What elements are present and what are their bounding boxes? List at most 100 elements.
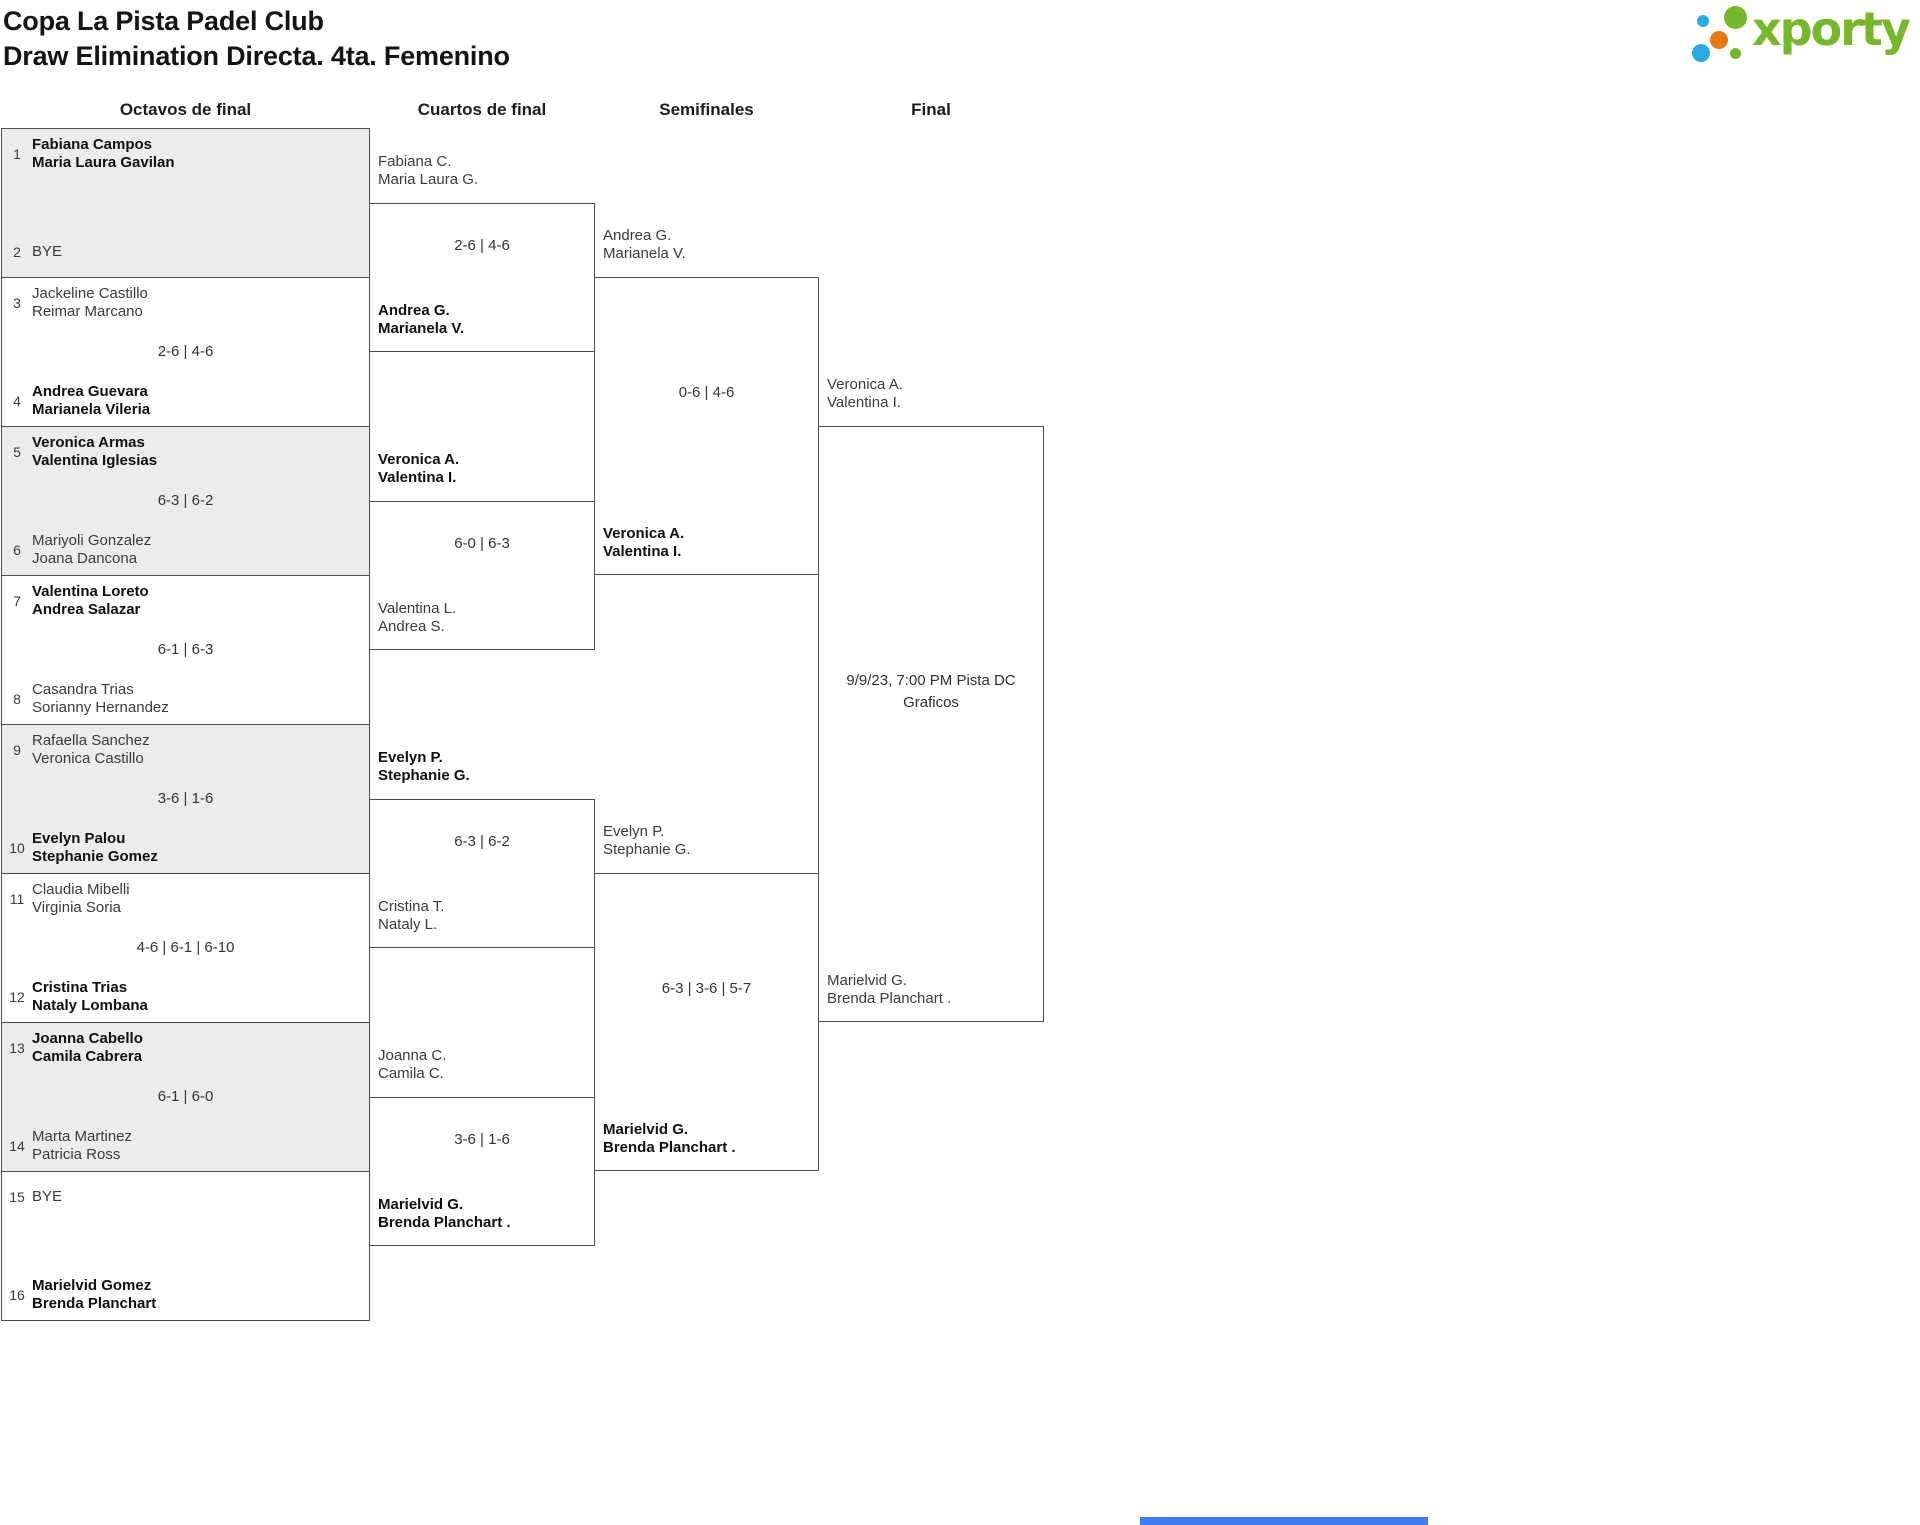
- participant-pair: Joanna Cabello Camila Cabrera: [32, 1030, 365, 1066]
- seed-number: 14: [9, 1138, 25, 1154]
- cuartos-match-2: Veronica A. Valentina I. 6-0 | 6-3 Valen…: [369, 451, 595, 650]
- participant-pair: Rafaella Sanchez Veronica Castillo: [32, 732, 365, 768]
- match-score: 4-6 | 6-1 | 6-10: [136, 939, 235, 956]
- round-header-cuartos: Cuartos de final: [417, 100, 547, 119]
- player-name: Evelyn Palou: [32, 830, 126, 847]
- octavos-match-5: 9 Rafaella Sanchez Veronica Castillo 3-6…: [2, 724, 369, 873]
- player-name: Veronica Armas: [32, 434, 145, 451]
- player-name: Reimar Marcano: [32, 303, 143, 320]
- participant-pair: Casandra Trias Sorianny Hernandez: [32, 681, 365, 717]
- logo-dot-green-small-icon: [1730, 48, 1741, 59]
- seed-number: 8: [13, 691, 21, 707]
- round-header-semifinales: Semifinales: [659, 100, 754, 119]
- player-name: Marianela V.: [603, 245, 686, 262]
- match-score: 3-6 | 1-6: [454, 1131, 510, 1148]
- player-name: Brenda Planchart: [32, 1295, 157, 1312]
- player-name: Valentina Iglesias: [32, 452, 158, 469]
- seed-number: 9: [13, 742, 21, 758]
- player-name: Cristina Trias: [32, 979, 128, 996]
- participant-pair: Evelyn P. Stephanie G.: [378, 749, 590, 785]
- octavos-match-1: 1 Fabiana Campos Maria Laura Gavilan 2 B…: [2, 129, 369, 277]
- cuartos-match-4: Joanna C. Camila C. 3-6 | 1-6 Marielvid …: [369, 1047, 595, 1246]
- semifinal-match-1: Andrea G. Marianela V. 0-6 | 4-6 Veronic…: [594, 227, 819, 575]
- player-name: Sorianny Hernandez: [32, 699, 169, 716]
- logo-dot-blue-small-icon: [1697, 15, 1709, 27]
- match-score: 6-3 | 6-2: [157, 492, 214, 509]
- match-score: 6-1 | 6-0: [157, 1088, 214, 1105]
- player-name: Brenda Planchart .: [378, 1214, 511, 1231]
- player-name: Valentina Loreto: [32, 583, 149, 600]
- player-name: Marianela Vileria: [32, 401, 151, 418]
- player-name: Andrea G.: [603, 227, 672, 244]
- match-score: 3-6 | 1-6: [157, 790, 214, 807]
- player-name: Andrea S.: [378, 618, 445, 635]
- bottom-blue-bar: [1140, 1517, 1428, 1525]
- player-name: Marielvid G.: [603, 1121, 689, 1138]
- player-name: Claudia Mibelli: [32, 881, 130, 898]
- player-name: Stephanie Gomez: [32, 848, 158, 865]
- player-name: Veronica Castillo: [32, 750, 144, 767]
- page-title: Copa La Pista Padel Club Draw Eliminatio…: [3, 4, 510, 74]
- player-name: Valentina I.: [827, 394, 901, 411]
- player-name: Camila Cabrera: [32, 1048, 143, 1065]
- player-name: Andrea Salazar: [32, 601, 141, 618]
- seed-number: 2: [13, 244, 21, 260]
- player-name: Andrea Guevara: [32, 383, 148, 400]
- player-name: Marielvid G.: [378, 1196, 464, 1213]
- player-name: Casandra Trias: [32, 681, 134, 698]
- player-name: Maria Laura G.: [378, 171, 479, 188]
- player-name: Evelyn P.: [603, 823, 665, 840]
- participant-pair: Valentina Loreto Andrea Salazar: [32, 583, 365, 619]
- player-name: Joanna Cabello: [32, 1030, 143, 1047]
- player-name: BYE: [32, 1188, 63, 1205]
- participant-pair: Veronica Armas Valentina Iglesias: [32, 434, 365, 470]
- match-datetime-court: 9/9/23, 7:00 PM Pista DC: [846, 672, 1016, 689]
- player-name: Valentina I.: [378, 469, 457, 486]
- participant-pair: Fabiana Campos Maria Laura Gavilan: [32, 136, 365, 172]
- logo-dot-blue-icon: [1692, 44, 1710, 62]
- logo-wordmark: xporty: [1752, 2, 1911, 56]
- player-name: Valentina L.: [378, 600, 457, 617]
- match-info-note: Graficos: [903, 694, 959, 711]
- seed-number: 11: [9, 891, 25, 907]
- player-name: Veronica A.: [603, 525, 685, 542]
- seed-number: 5: [13, 444, 21, 460]
- draw-name: Draw Elimination Directa. 4ta. Femenino: [3, 41, 510, 71]
- seed-number: 12: [9, 989, 25, 1005]
- seed-number: 15: [9, 1189, 25, 1205]
- final-match-info: 9/9/23, 7:00 PM Pista DC Graficos: [819, 670, 1043, 714]
- match-score: 6-1 | 6-3: [157, 641, 214, 658]
- participant-pair: BYE: [32, 1179, 365, 1215]
- participant-pair: Andrea G. Marianela V.: [603, 227, 814, 263]
- octavos-match-3: 5 Veronica Armas Valentina Iglesias 6-3 …: [2, 426, 369, 575]
- player-name: Marielvid Gomez: [32, 1277, 152, 1294]
- participant-pair: Cristina T. Nataly L.: [378, 898, 590, 934]
- match-score: 6-3 | 3-6 | 5-7: [661, 980, 752, 997]
- player-name: Joana Dancona: [32, 550, 138, 567]
- player-name: Nataly Lombana: [32, 997, 148, 1014]
- seed-number: 6: [13, 542, 21, 558]
- player-name: Fabiana C.: [378, 153, 452, 170]
- player-name: Fabiana Campos: [32, 136, 153, 153]
- octavos-match-4: 7 Valentina Loreto Andrea Salazar 6-1 | …: [2, 575, 369, 724]
- participant-pair: Mariyoli Gonzalez Joana Dancona: [32, 532, 365, 568]
- player-name: Joanna C.: [378, 1047, 447, 1064]
- participant-pair: Evelyn P. Stephanie G.: [603, 823, 814, 859]
- player-name: Virginia Soria: [32, 899, 121, 916]
- octavos-match-8: 15 BYE 16 Marielvid Gomez Brenda Plancha…: [2, 1171, 369, 1320]
- tournament-name: Copa La Pista Padel Club: [3, 6, 324, 36]
- player-name: BYE: [32, 243, 63, 260]
- player-name: Valentina I.: [603, 543, 682, 560]
- seed-number: 3: [13, 295, 21, 311]
- seed-number: 16: [9, 1287, 25, 1303]
- participant-pair: Marielvid G. Brenda Planchart .: [603, 1121, 814, 1157]
- participant-pair: Marielvid G. Brenda Planchart .: [378, 1196, 590, 1232]
- participant-pair: Marielvid Gomez Brenda Planchart: [32, 1277, 365, 1313]
- round-header-final: Final: [911, 100, 951, 119]
- match-score: 2-6 | 4-6: [454, 237, 510, 254]
- player-name: Rafaella Sanchez: [32, 732, 150, 749]
- participant-pair: Andrea G. Marianela V.: [378, 302, 590, 338]
- player-name: Marielvid G.: [827, 972, 908, 989]
- seed-number: 4: [13, 393, 21, 409]
- player-name: Cristina T.: [378, 898, 445, 915]
